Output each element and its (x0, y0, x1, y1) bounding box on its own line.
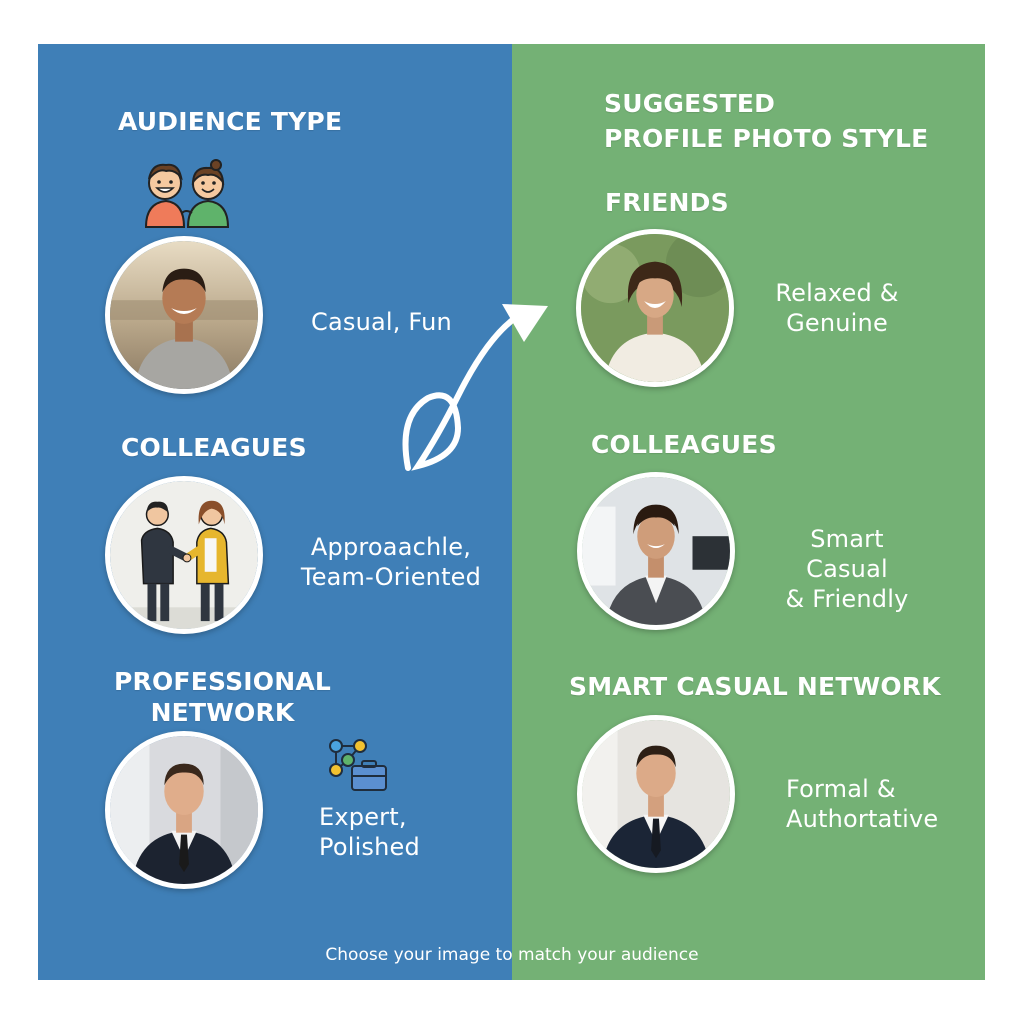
professional-man-photo (105, 731, 263, 889)
friends-style-heading: FRIENDS (605, 188, 729, 217)
smart-casual-network-description: Formal & Authortative (786, 775, 939, 833)
professional-network-heading: PROFESSIONAL NETWORK (114, 667, 332, 727)
colleagues-audience-description: Approaachle, Team-Oriented (300, 533, 482, 591)
footer-caption: Choose your image to match your audience (325, 945, 699, 965)
professional-audience-description: Expert, Polished (319, 803, 420, 861)
friends-style-description: Relaxed & Genuine (775, 279, 899, 337)
friends-audience-description: Casual, Fun (311, 308, 452, 336)
smart-casual-network-heading: SMART CASUAL NETWORK (569, 672, 941, 701)
curved-arrow-icon (398, 286, 558, 482)
colleagues-style-heading: COLLEAGUES (591, 430, 777, 459)
network-briefcase-icon (326, 736, 390, 794)
colleagues-audience-heading: COLLEAGUES (121, 433, 307, 462)
colleagues-style-description: Smart Casual & Friendly (785, 525, 909, 613)
casual-man-photo (105, 236, 263, 394)
businesswoman-photo (577, 472, 735, 630)
handshake-illustration (105, 476, 263, 634)
audience-type-panel (38, 44, 512, 980)
suggested-style-heading: SUGGESTED PROFILE PHOTO STYLE (604, 89, 929, 153)
formal-man-photo (577, 715, 735, 873)
two-friends-icon (138, 155, 234, 231)
audience-type-heading: AUDIENCE TYPE (118, 107, 343, 136)
laughing-woman-photo (576, 229, 734, 387)
suggested-style-panel (512, 44, 985, 980)
